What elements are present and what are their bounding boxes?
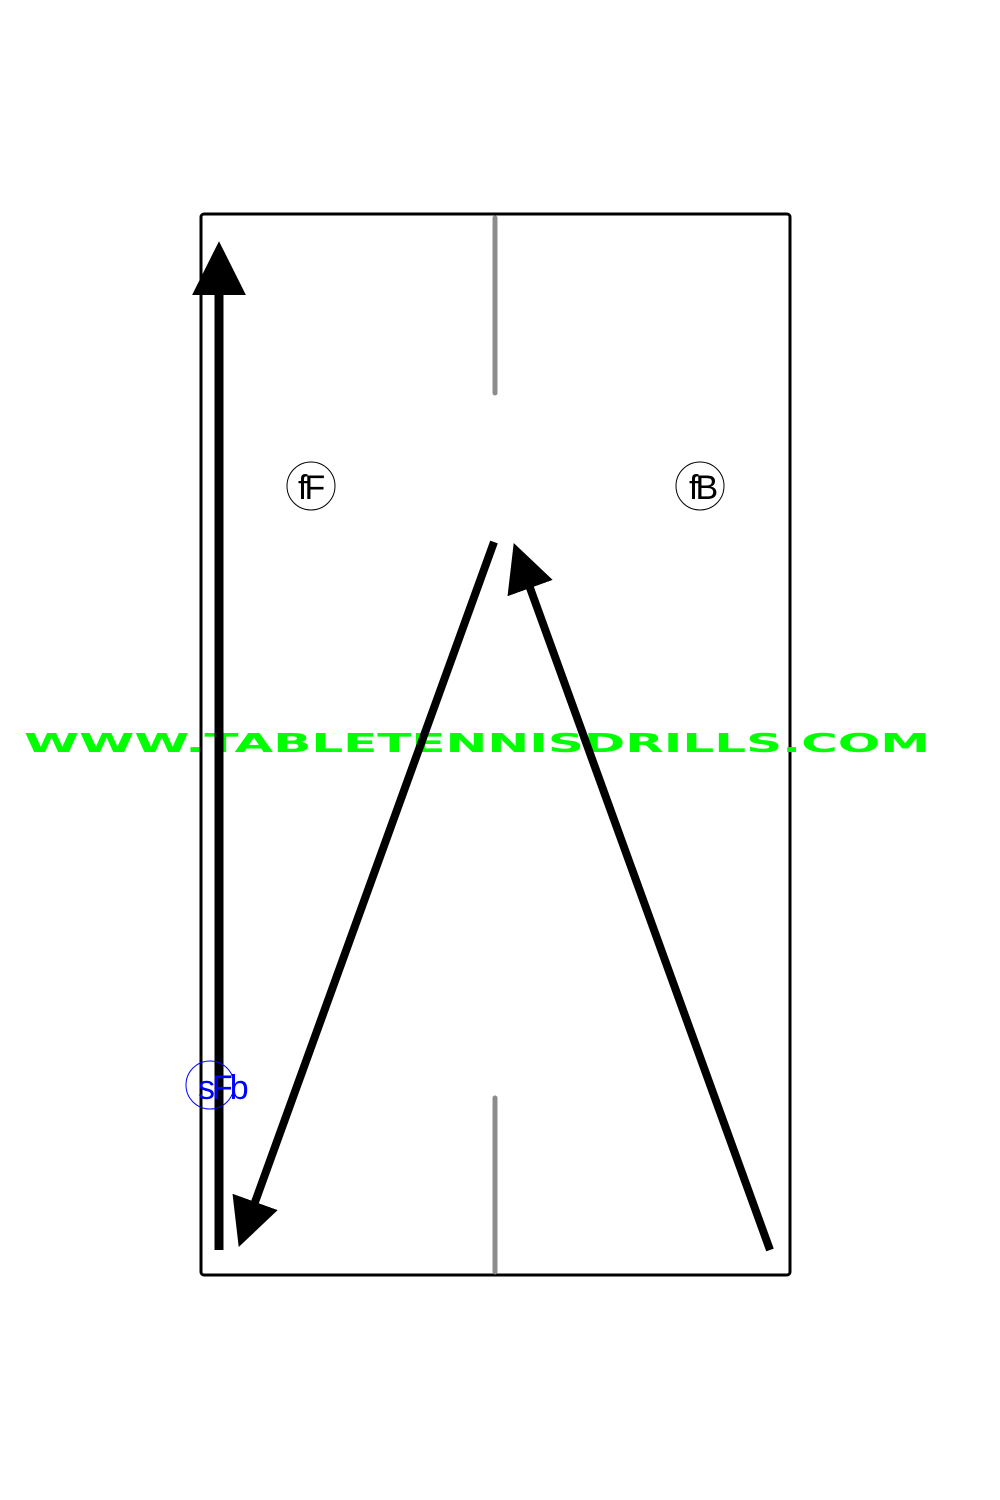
marker-forehand-label: fF <box>298 469 324 507</box>
marker-backhand: fB <box>675 461 725 511</box>
marker-forehand: fF <box>286 461 336 511</box>
marker-backhand-label: fB <box>689 469 716 507</box>
marker-server: sFb <box>185 1060 251 1110</box>
watermark-text: WWW.TABLETENNISDRILLS.COM <box>24 729 930 759</box>
arrow-to-net <box>507 542 774 1252</box>
arrow-to-bottom-left <box>232 540 498 1248</box>
marker-server-label: sFb <box>198 1069 248 1107</box>
table-outline <box>199 212 792 1277</box>
